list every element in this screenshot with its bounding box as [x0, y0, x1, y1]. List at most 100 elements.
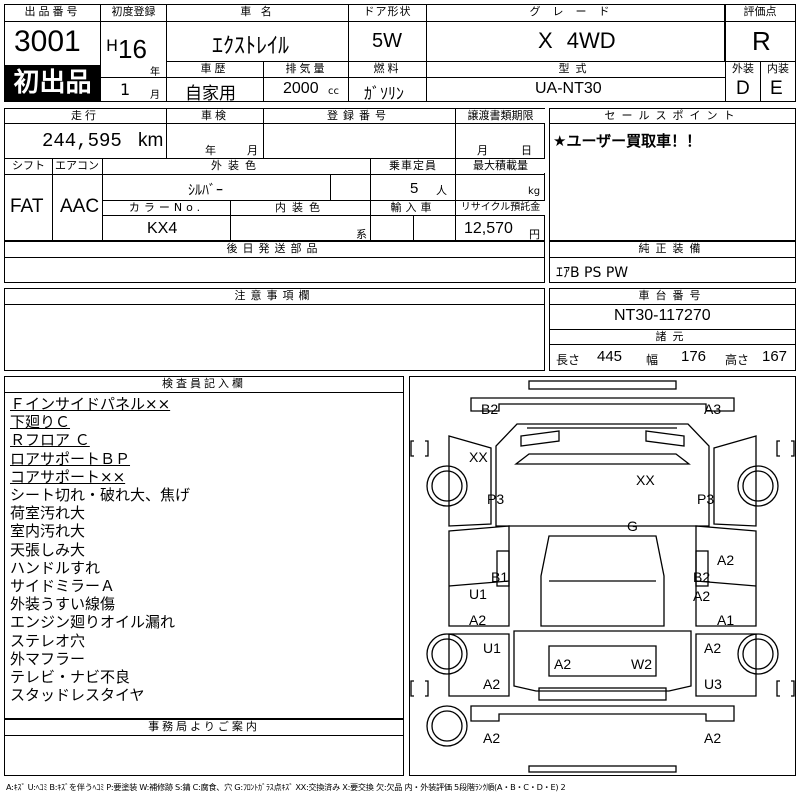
caution-section [4, 288, 545, 371]
mid-line-2 [4, 158, 545, 159]
note-line: コアサポート×× [10, 467, 126, 486]
inspection-label: 車検 [167, 109, 263, 123]
reg-number-label: 登録番号 [264, 109, 454, 123]
ext-grade: D [736, 78, 750, 99]
displacement: 2000 [283, 80, 319, 97]
transfer-label: 譲渡書類期限 [456, 109, 545, 123]
equipment-label: 純正装備 [550, 242, 795, 258]
grade: X 4WD [538, 28, 616, 53]
damage-mark: A2 [469, 612, 487, 628]
mid-div-e [102, 158, 103, 241]
width: 176 [681, 348, 707, 365]
later-parts-section [4, 241, 545, 283]
car-diagram-outline [410, 380, 795, 773]
shift-label: シフト [5, 159, 52, 173]
door-label: ドア形状 [349, 5, 426, 22]
color-no: KX4 [147, 220, 178, 237]
row2-top-line [166, 61, 795, 62]
transfer-month-unit: 月 [477, 144, 488, 157]
reg-year: 16 [118, 34, 147, 64]
inspection-year-unit: 年 [205, 144, 216, 157]
legend: A:ｷｽﾞ U:ﾍｺﾐ B:ｷｽﾞを伴うﾍｺﾐ P:要塗装 W:補修跡 S:錆 … [6, 782, 566, 792]
history: 自家用 [185, 84, 236, 104]
recycle-unit: 円 [529, 228, 540, 241]
chassis-number: NT30-117270 [614, 307, 711, 324]
office-notice-label: 事務局よりご案内 [5, 720, 403, 736]
width-label: 幅 [646, 353, 659, 367]
grade-label: グレード [427, 5, 724, 22]
equipment: ｴｱB PS PW [556, 265, 629, 281]
seats-unit: 人 [436, 184, 447, 197]
damage-mark: XX [636, 472, 655, 488]
int-grade-label: 内装 [761, 62, 795, 76]
mid-div-f [330, 174, 331, 200]
mileage-unit: km [138, 130, 164, 151]
row2-mid-line [166, 77, 725, 78]
note-line: Ｆインサイドパネル×× [10, 395, 171, 413]
fuel: ｶﾞｿﾘﾝ [364, 84, 405, 103]
score: R [752, 26, 771, 56]
sales-point-section [549, 108, 796, 241]
mid-div-j [413, 215, 414, 241]
div-1 [263, 61, 264, 102]
chassis-section [549, 288, 796, 371]
div-4 [725, 4, 726, 102]
displacement-label: 排気量 [264, 62, 349, 76]
caution-label: 注意事項欄 [5, 289, 544, 305]
header-section [4, 4, 796, 102]
sales-point-text: ★ユーザー買取車！！ [553, 132, 702, 150]
height: 167 [762, 348, 788, 365]
shift: FAT [10, 196, 44, 217]
height-label: 高さ [725, 353, 750, 367]
damage-mark: U1 [469, 586, 487, 602]
color-no-label: カラーNo. [103, 201, 230, 215]
ext-grade-label: 外装 [726, 62, 760, 76]
score-label: 評価点 [725, 5, 795, 22]
model: UA-NT30 [535, 80, 602, 97]
car-name-label: 車 名 [167, 5, 348, 22]
damage-mark: P3 [697, 491, 715, 507]
first-reg-label: 初度登録 [101, 5, 166, 22]
div-5 [760, 61, 761, 102]
damage-mark: A2 [693, 588, 711, 604]
inspector-label: 検査員記入欄 [5, 377, 403, 393]
sales-point-label: セールスポイント [550, 109, 795, 124]
mid-line-5 [102, 215, 545, 216]
note-line: ステレオ穴 [10, 631, 86, 650]
mid-div-h [455, 158, 456, 241]
recycle: 12,570 [464, 220, 513, 237]
load-label: 最大積載量 [456, 159, 545, 173]
year-unit: 年 [150, 67, 160, 78]
lot-cell [4, 4, 101, 102]
int-color-label: 内装色 [231, 201, 370, 215]
damage-mark: A2 [704, 730, 722, 746]
reg-month: 1 [120, 80, 131, 99]
damage-mark: A2 [483, 730, 501, 746]
damage-mark: A2 [483, 676, 501, 692]
damage-mark: A2 [704, 640, 722, 656]
fuel-label: 燃料 [349, 62, 426, 76]
mid-div-i [230, 200, 231, 241]
ac: AAC [60, 196, 100, 217]
note-line: ハンドルすれ [10, 558, 101, 577]
dims-label: 諸元 [550, 329, 795, 345]
lot-number: 3001 [14, 25, 81, 58]
first-reg-cell [100, 4, 167, 102]
mid-div-d [52, 158, 53, 241]
lot-label: 出品番号 [5, 5, 100, 22]
car-name: ｴｸｽﾄﾚｲﾙ [212, 34, 290, 59]
import-label: 輸入車 [371, 201, 455, 215]
int-grade: E [770, 78, 783, 99]
damage-mark: W2 [631, 656, 652, 672]
inspector-notes: Ｆインサイドパネル×× 下廻りＣ Ｒフロア Ｃ ロアサポートＢＰ コアサポート×… [10, 395, 400, 704]
mileage-label: 走行 [5, 109, 165, 123]
mid-div-b [263, 108, 264, 159]
damage-mark: G [627, 518, 638, 534]
note-line: スタッドレスタイヤ [10, 686, 145, 705]
note-line: 外装うすい線傷 [10, 595, 116, 614]
damage-mark: B1 [491, 569, 509, 585]
ext-color-label: 外装色 [103, 159, 370, 173]
damage-mark: U3 [704, 676, 722, 692]
damage-mark: P3 [487, 491, 505, 507]
mid-line-3 [4, 174, 545, 175]
